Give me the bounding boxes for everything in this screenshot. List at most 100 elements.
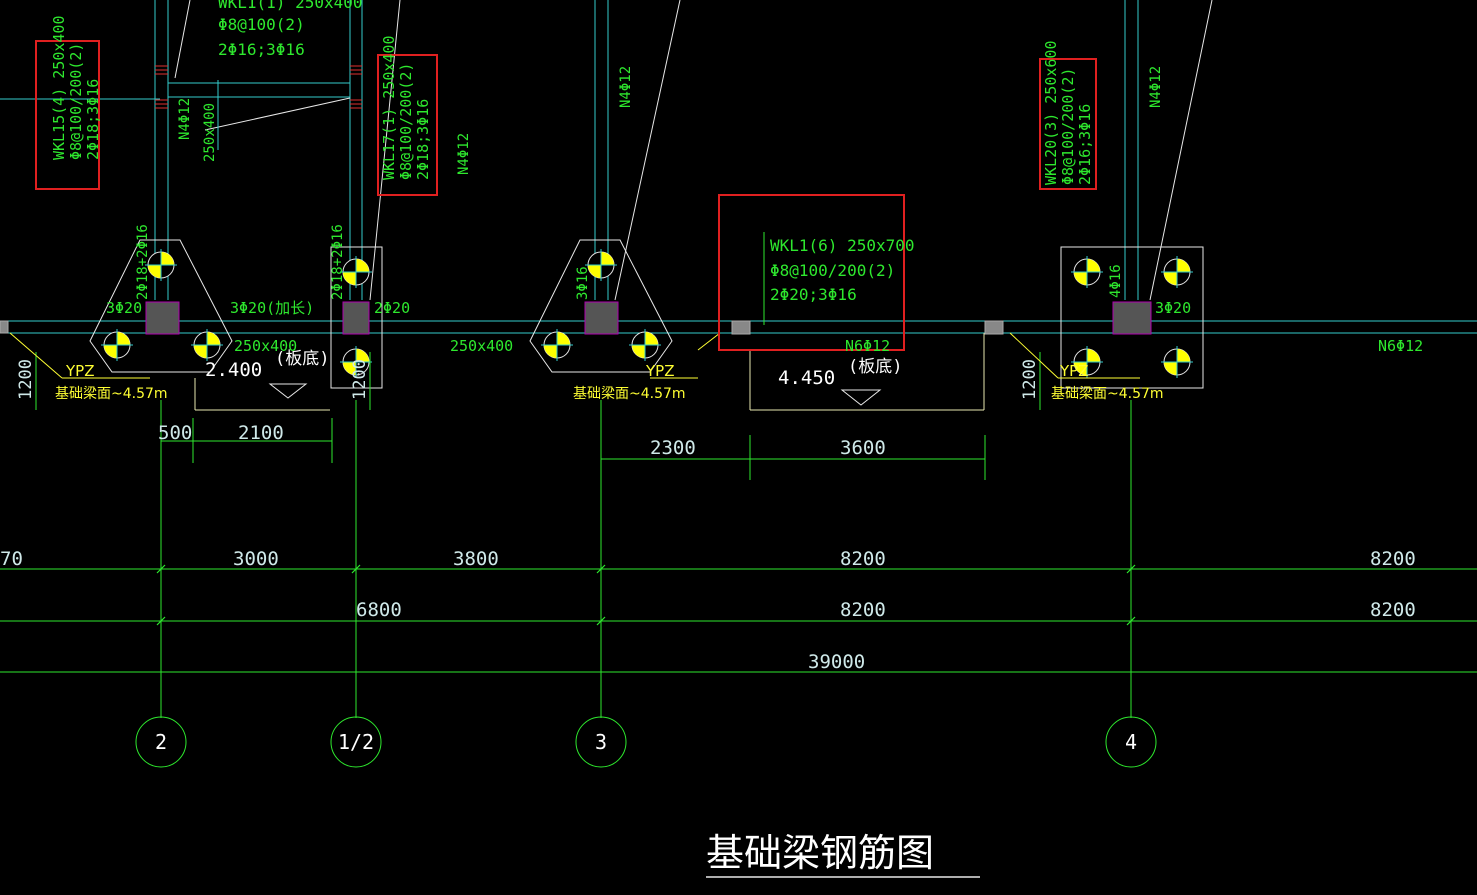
ypz-b: YPZ bbox=[645, 362, 674, 380]
dim-3600: 3600 bbox=[840, 437, 886, 459]
pile-symbol bbox=[340, 346, 372, 378]
dim-3000: 3000 bbox=[233, 548, 279, 570]
beam-label-wkl20: WKL20(3) 250x600 Φ8@100/200(2) 2Φ16;3Φ16 bbox=[1042, 41, 1094, 186]
wkl15-line3: 2Φ18;3Φ16 bbox=[84, 79, 102, 160]
ypz-c: YPZ bbox=[1059, 362, 1088, 380]
axis-bubbles bbox=[135, 716, 1157, 768]
pile-symbol bbox=[1071, 256, 1103, 288]
depth-a: 基础梁面~4.57m bbox=[55, 385, 168, 402]
rebar-notes: N4Φ12 250x400 N4Φ12 N4Φ12 N4Φ12 2Φ18+2Φ1… bbox=[106, 66, 1423, 355]
highlight-boxes bbox=[35, 40, 1097, 351]
leader-lines bbox=[0, 0, 1213, 301]
dim-8200-a: 8200 bbox=[840, 548, 886, 570]
level-markers bbox=[194, 333, 985, 411]
wkltop-line2: Φ8@100(2) bbox=[218, 15, 305, 34]
highlight-box-wkl20 bbox=[1039, 58, 1097, 190]
pile-symbol bbox=[191, 329, 223, 361]
pile-symbol bbox=[1071, 346, 1103, 378]
axis-bubble-3 bbox=[575, 716, 627, 768]
axis-label-1-2: 1/2 bbox=[338, 730, 374, 754]
axis-label-3: 3 bbox=[595, 730, 607, 754]
dim-3800: 3800 bbox=[453, 548, 499, 570]
level-2-value: 4.450 bbox=[778, 367, 835, 389]
note-size-b: 250x400 bbox=[450, 337, 513, 355]
drawing-title: 基础梁钢筋图 bbox=[706, 831, 934, 875]
note-n6-a: N6Φ12 bbox=[845, 337, 890, 355]
note-n4-d: N4Φ12 bbox=[1148, 66, 1164, 108]
axis-label-4: 4 bbox=[1125, 730, 1137, 754]
note-size-vertical: 250x400 bbox=[202, 103, 218, 162]
pile-cap-1-2 bbox=[330, 246, 383, 389]
dim-1200-a: 1200 bbox=[16, 359, 36, 400]
dim-8200-d: 8200 bbox=[1370, 599, 1416, 621]
dim-1200-b: 1200 bbox=[350, 359, 370, 400]
wkl17-line1: WKL17(1) 250x400 bbox=[380, 36, 398, 181]
highlight-box-wkl15 bbox=[35, 40, 100, 190]
wkl20-line1: WKL20(3) 250x600 bbox=[1042, 41, 1060, 186]
note-n4-c: N4Φ12 bbox=[618, 66, 634, 108]
level-labels: 2.400 (板底) 4.450 (板底) bbox=[205, 349, 902, 389]
pile-cap-2 bbox=[89, 239, 233, 373]
dim-1200-c: 1200 bbox=[1020, 359, 1040, 400]
beam-hatch bbox=[155, 65, 362, 109]
wkltop-line3: 2Φ16;3Φ16 bbox=[218, 40, 305, 59]
note-bar-h: 3Φ20 bbox=[1155, 299, 1191, 317]
level-1-value: 2.400 bbox=[205, 359, 262, 381]
note-bar-d: 4Φ16 bbox=[1108, 264, 1124, 298]
dim-39000: 39000 bbox=[808, 651, 865, 673]
wkl1-line2: Φ8@100/200(2) bbox=[770, 261, 895, 280]
dim-2300: 2300 bbox=[650, 437, 696, 459]
vertical-beams bbox=[154, 0, 1139, 300]
grid-lines bbox=[0, 400, 1477, 718]
pile-symbol bbox=[340, 256, 372, 288]
beam-label-wkl15: WKL15(4) 250x400 Φ8@100/200(2) 2Φ18;3Φ16 bbox=[50, 16, 102, 161]
pile-symbol bbox=[629, 329, 661, 361]
pile-cap-3 bbox=[529, 239, 673, 373]
pile-cap-4 bbox=[1060, 246, 1204, 389]
axis-labels: 2 1/2 3 4 bbox=[155, 730, 1137, 754]
note-bar-c: 3Φ16 bbox=[575, 266, 591, 300]
piles bbox=[101, 249, 1193, 378]
wkl20-line2: Φ8@100/200(2) bbox=[1059, 68, 1077, 185]
note-bar-b: 2Φ18+2Φ16 bbox=[330, 224, 346, 300]
pile-symbol bbox=[541, 329, 573, 361]
depth-b: 基础梁面~4.57m bbox=[573, 385, 686, 402]
pile-symbol bbox=[1161, 256, 1193, 288]
dimension-labels: 1200 1200 1200 500 2100 2300 3600 70 300… bbox=[0, 359, 1416, 673]
wkl1-line3: 2Φ20;3Φ16 bbox=[770, 285, 857, 304]
local-dims bbox=[35, 352, 1041, 480]
dim-8200-c: 8200 bbox=[840, 599, 886, 621]
pile-symbol bbox=[585, 249, 617, 281]
note-n4-a: N4Φ12 bbox=[177, 98, 193, 140]
small-columns bbox=[0, 320, 1004, 335]
dim-8200-b: 8200 bbox=[1370, 548, 1416, 570]
note-bar-e: 3Φ20 bbox=[106, 299, 142, 317]
level-1-note: (板底) bbox=[275, 349, 329, 369]
wkl20-line3: 2Φ16;3Φ16 bbox=[1076, 104, 1094, 185]
note-n6-b: N6Φ12 bbox=[1378, 337, 1423, 355]
note-bar-g: 2Φ20 bbox=[374, 299, 410, 317]
ypz-leaders bbox=[9, 332, 1140, 379]
dim-ticks bbox=[156, 564, 1136, 626]
note-bar-f: 3Φ20(加长) bbox=[230, 299, 314, 317]
ypz-a: YPZ bbox=[65, 362, 94, 380]
beam-label-wkl-top: WKL1(1) 250x400 Φ8@100(2) 2Φ16;3Φ16 bbox=[218, 0, 363, 59]
wkl15-line2: Φ8@100/200(2) bbox=[67, 43, 85, 160]
axis-label-2: 2 bbox=[155, 730, 167, 754]
pile-labels: YPZ 基础梁面~4.57m YPZ 基础梁面~4.57m YPZ 基础梁面~4… bbox=[55, 362, 1164, 402]
note-n4-b: N4Φ12 bbox=[456, 133, 472, 175]
dim-2100: 2100 bbox=[238, 422, 284, 444]
dim-6800: 6800 bbox=[356, 599, 402, 621]
highlight-box-wkl1 bbox=[718, 194, 905, 351]
level-2-note: (板底) bbox=[848, 357, 902, 377]
note-bar-a: 2Φ18+2Φ16 bbox=[135, 224, 151, 300]
note-size-a: 250x400 bbox=[234, 337, 297, 355]
beam-label-wkl17: WKL17(1) 250x400 Φ8@100/200(2) 2Φ18;3Φ16 bbox=[380, 36, 432, 181]
pile-symbol bbox=[1161, 346, 1193, 378]
wkl17-line2: Φ8@100/200(2) bbox=[397, 63, 415, 180]
dim-70: 70 bbox=[0, 548, 23, 570]
wkl17-line3: 2Φ18;3Φ16 bbox=[414, 99, 432, 180]
axis-bubble-2 bbox=[135, 716, 187, 768]
highlight-box-wkl17 bbox=[377, 54, 438, 196]
